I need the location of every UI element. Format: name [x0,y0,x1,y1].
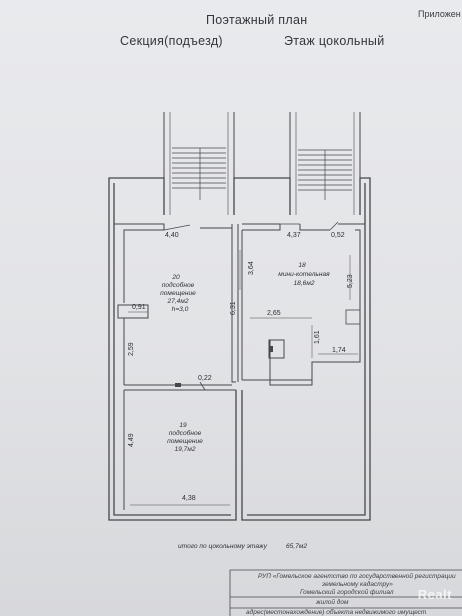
room-18-area: 18,6м2 [293,280,314,287]
dim-4-40: 4,40 [165,232,179,239]
dim-4-49: 4,49 [128,433,135,447]
dim-0-91: 0,91 [132,304,146,311]
watermark-logo: Realt [417,587,452,602]
outer-walls [108,177,371,521]
dim-5-23: 5,23 [347,274,354,288]
room-18-number: 18 [298,262,306,269]
stamp-line-1: РУП «Гомельское агентство по государстве… [258,573,456,580]
dim-2-59: 2,59 [128,342,135,356]
appendix-label: Приложен [418,9,461,19]
left-stairwell [163,112,235,215]
room-20-number: 20 [171,274,180,281]
stamp-line-5: адрес(местонахождение) объекта недвижимо… [246,609,427,616]
total-value: 65,7м2 [286,543,307,550]
room-19-area: 19,7м2 [174,446,195,453]
room-19-line2: помещение [167,438,203,445]
plan-title: Поэтажный план [206,13,308,27]
room-18-label: 18 мини-котельная 18,6м2 [278,262,330,287]
dim-4-37: 4,37 [287,232,301,239]
room-19-number: 19 [179,422,187,429]
dim-0-22: 0,22 [198,375,212,382]
room-19-line1: подсобное [169,429,202,437]
dim-0-52: 0,52 [331,232,345,239]
stamp-line-3: Гомельский городской филиал [300,589,394,596]
room-20-line2: помещение [160,290,196,297]
stamp-block [229,569,462,616]
room-20-line1: подсобное [162,281,195,289]
dim-1-74: 1,74 [332,347,346,354]
right-stairwell [289,112,361,215]
room-20-area: 27,4м2 [166,298,188,305]
room-19-label: 19 подсобное помещение 19,7м2 [167,422,203,453]
stamp-line-4: жилой дом [316,599,349,606]
dim-2-65: 2,65 [267,310,281,317]
dim-4-38: 4,38 [182,495,196,502]
stamp-line-2: земельному кадастру» [322,581,393,588]
room-18-line1: мини-котельная [278,271,330,278]
room-20-label: 20 подсобное помещение 27,4м2 h=3,0 [160,274,196,313]
room-20-height: h=3,0 [172,306,189,313]
dim-3-64: 3,64 [248,261,255,275]
total-text: итого по цокольному этажу [178,543,268,550]
section-label: Секция(подъезд) [120,34,223,48]
floor-label: Этаж цокольный [284,34,385,48]
dim-1-61: 1,61 [314,330,321,344]
dim-6-31: 6,31 [230,301,237,315]
